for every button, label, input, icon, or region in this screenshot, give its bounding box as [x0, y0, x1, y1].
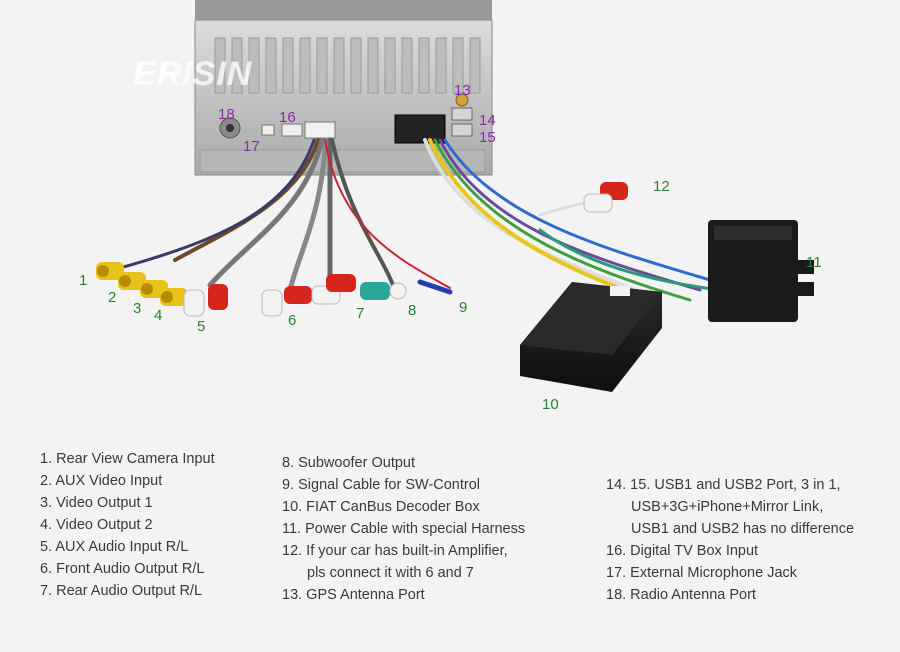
legend-item: 16. Digital TV Box Input	[606, 543, 759, 559]
callout-13: 13	[454, 82, 471, 99]
legend-item: 3. Video Output 1	[40, 495, 153, 511]
legend-item: 4. Video Output 2	[40, 517, 153, 533]
legend-item-continued: pls connect it with 6 and 7	[307, 565, 474, 581]
callout-12: 12	[653, 178, 670, 195]
legend-item-continued: USB1 and USB2 has no difference	[631, 521, 855, 537]
legend-item: 12. If your car has built-in Amplifier,	[282, 543, 508, 559]
legend-item: 6. Front Audio Output R/L	[40, 561, 205, 577]
callout-2: 2	[108, 289, 116, 306]
callout-6: 6	[288, 312, 296, 329]
legend-item: 17. External Microphone Jack	[606, 565, 798, 581]
legend-item: 10. FIAT CanBus Decoder Box	[282, 499, 480, 515]
legend-item: 14. 15. USB1 and USB2 Port, 3 in 1,	[606, 477, 841, 493]
legend-item: 13. GPS Antenna Port	[282, 587, 425, 603]
callout-10: 10	[542, 396, 559, 413]
rca-connectors	[96, 182, 628, 317]
callout-1: 1	[79, 272, 87, 289]
rca-white-5	[183, 289, 205, 317]
legend-item: 18. Radio Antenna Port	[606, 587, 756, 603]
legend-item: 7. Rear Audio Output R/L	[40, 583, 203, 599]
wiring-diagram: 18 16 17 13 14 15 1 2 3 4 5 6 7 8 9 10 1…	[79, 0, 822, 413]
rca-teal-8	[360, 282, 407, 300]
callouts-purple: 18 16 17 13 14 15	[218, 82, 496, 155]
callout-14: 14	[479, 112, 496, 129]
rca-white-12	[583, 193, 613, 213]
callout-15: 15	[479, 129, 496, 146]
callout-4: 4	[154, 307, 162, 324]
callout-17: 17	[243, 138, 260, 155]
legend-item: 1. Rear View Camera Input	[40, 451, 215, 467]
legend-item: 5. AUX Audio Input R/L	[40, 539, 189, 555]
callout-18: 18	[218, 106, 235, 123]
legend-column-1: 1. Rear View Camera Input 2. AUX Video I…	[40, 448, 215, 602]
rca-red-6	[284, 286, 312, 304]
callout-5: 5	[197, 318, 205, 335]
legend-column-3: 14. 15. USB1 and USB2 Port, 3 in 1, USB+…	[606, 474, 854, 606]
callout-7: 7	[356, 305, 364, 322]
cable-bundle	[118, 137, 722, 302]
legend-item-continued: USB+3G+iPhone+Mirror Link,	[631, 499, 824, 515]
callouts-green: 1 2 3 4 5 6 7 8 9 10 11 12	[79, 178, 822, 413]
legend-item: 9. Signal Cable for SW-Control	[282, 477, 480, 493]
callout-9: 9	[459, 299, 467, 316]
callout-11: 11	[806, 254, 822, 271]
rca-yellow-1	[96, 262, 124, 280]
rca-yellow-2	[118, 272, 146, 290]
rca-red-7	[326, 274, 356, 292]
callout-8: 8	[408, 302, 416, 319]
legend-item: 2. AUX Video Input	[40, 473, 163, 489]
head-unit	[194, 0, 493, 176]
power-harness-connector	[708, 220, 814, 322]
brand-watermark: ERISIN	[133, 55, 253, 93]
callout-16: 16	[279, 109, 296, 126]
legend-item: 8. Subwoofer Output	[282, 455, 415, 471]
canbus-decoder-box	[520, 282, 662, 392]
legend-column-2: 8. Subwoofer Output 9. Signal Cable for …	[282, 452, 525, 606]
rca-red-5	[208, 284, 228, 310]
callout-3: 3	[133, 300, 141, 317]
legend-item: 11. Power Cable with special Harness	[282, 521, 526, 537]
rca-white-6	[261, 289, 283, 317]
rca-yellow-4	[160, 288, 188, 306]
